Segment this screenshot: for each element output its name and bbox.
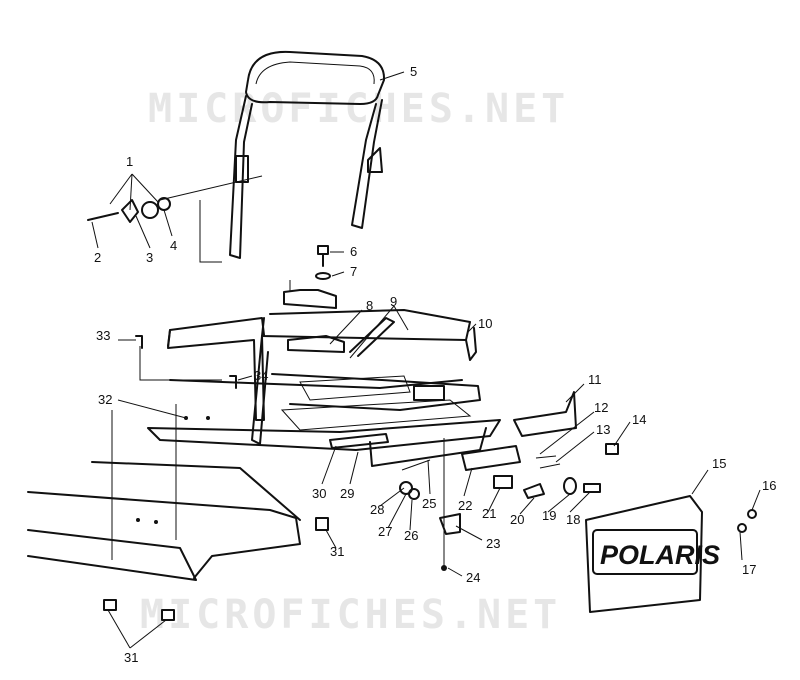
watermark-bottom: MICROFICHES.NET [140,592,561,638]
rack-frame-part [167,309,481,445]
callout-24: 24 [466,570,480,585]
callout-10: 10 [478,316,492,331]
backrest-part [229,50,386,259]
clamp-block-part [283,280,345,353]
polaris-logo: POLARIS [600,540,720,570]
leader-lines [91,71,761,649]
callout-34: 34 [254,368,268,383]
callout-20: 20 [510,512,524,527]
callout-27: 27 [378,524,392,539]
callout-6: 6 [350,244,357,259]
callout-13: 13 [596,422,610,437]
callout-15: 15 [712,456,726,471]
callout-8: 8 [366,298,373,313]
callout-31a: 31 [330,544,344,559]
callout-1: 1 [126,154,133,169]
callout-33: 33 [96,328,110,343]
callout-28: 28 [370,502,384,517]
bolt-washer-part [315,245,331,280]
callout-32: 32 [98,392,112,407]
callout-18: 18 [566,512,580,527]
callout-23: 23 [486,536,500,551]
callout-25: 25 [422,496,436,511]
callout-12: 12 [594,400,608,415]
callout-21: 21 [482,506,496,521]
callout-3: 3 [146,250,153,265]
knob-assembly-part [87,175,263,223]
callout-16: 16 [762,478,776,493]
callout-19: 19 [542,508,556,523]
callout-17: 17 [742,562,756,577]
hinge-parts [461,391,619,499]
callout-2: 2 [94,250,101,265]
callout-31b: 31 [124,650,138,665]
callout-labels: 1 2 3 4 5 6 7 8 9 10 11 12 13 14 15 16 1… [94,64,776,665]
callout-22: 22 [458,498,472,513]
mud-flap-part: POLARIS [585,495,757,613]
callout-26: 26 [404,528,418,543]
watermark-top: MICROFICHES.NET [148,86,569,132]
callout-14: 14 [632,412,646,427]
callout-30: 30 [312,486,326,501]
callout-9: 9 [390,294,397,309]
small-hardware-parts [399,438,461,571]
callout-11: 11 [588,372,602,387]
callout-7: 7 [350,264,357,279]
base-plate-part [147,375,501,467]
callout-5: 5 [410,64,417,79]
frame-rail-part [27,200,329,621]
callout-29: 29 [340,486,354,501]
callout-4: 4 [170,238,177,253]
